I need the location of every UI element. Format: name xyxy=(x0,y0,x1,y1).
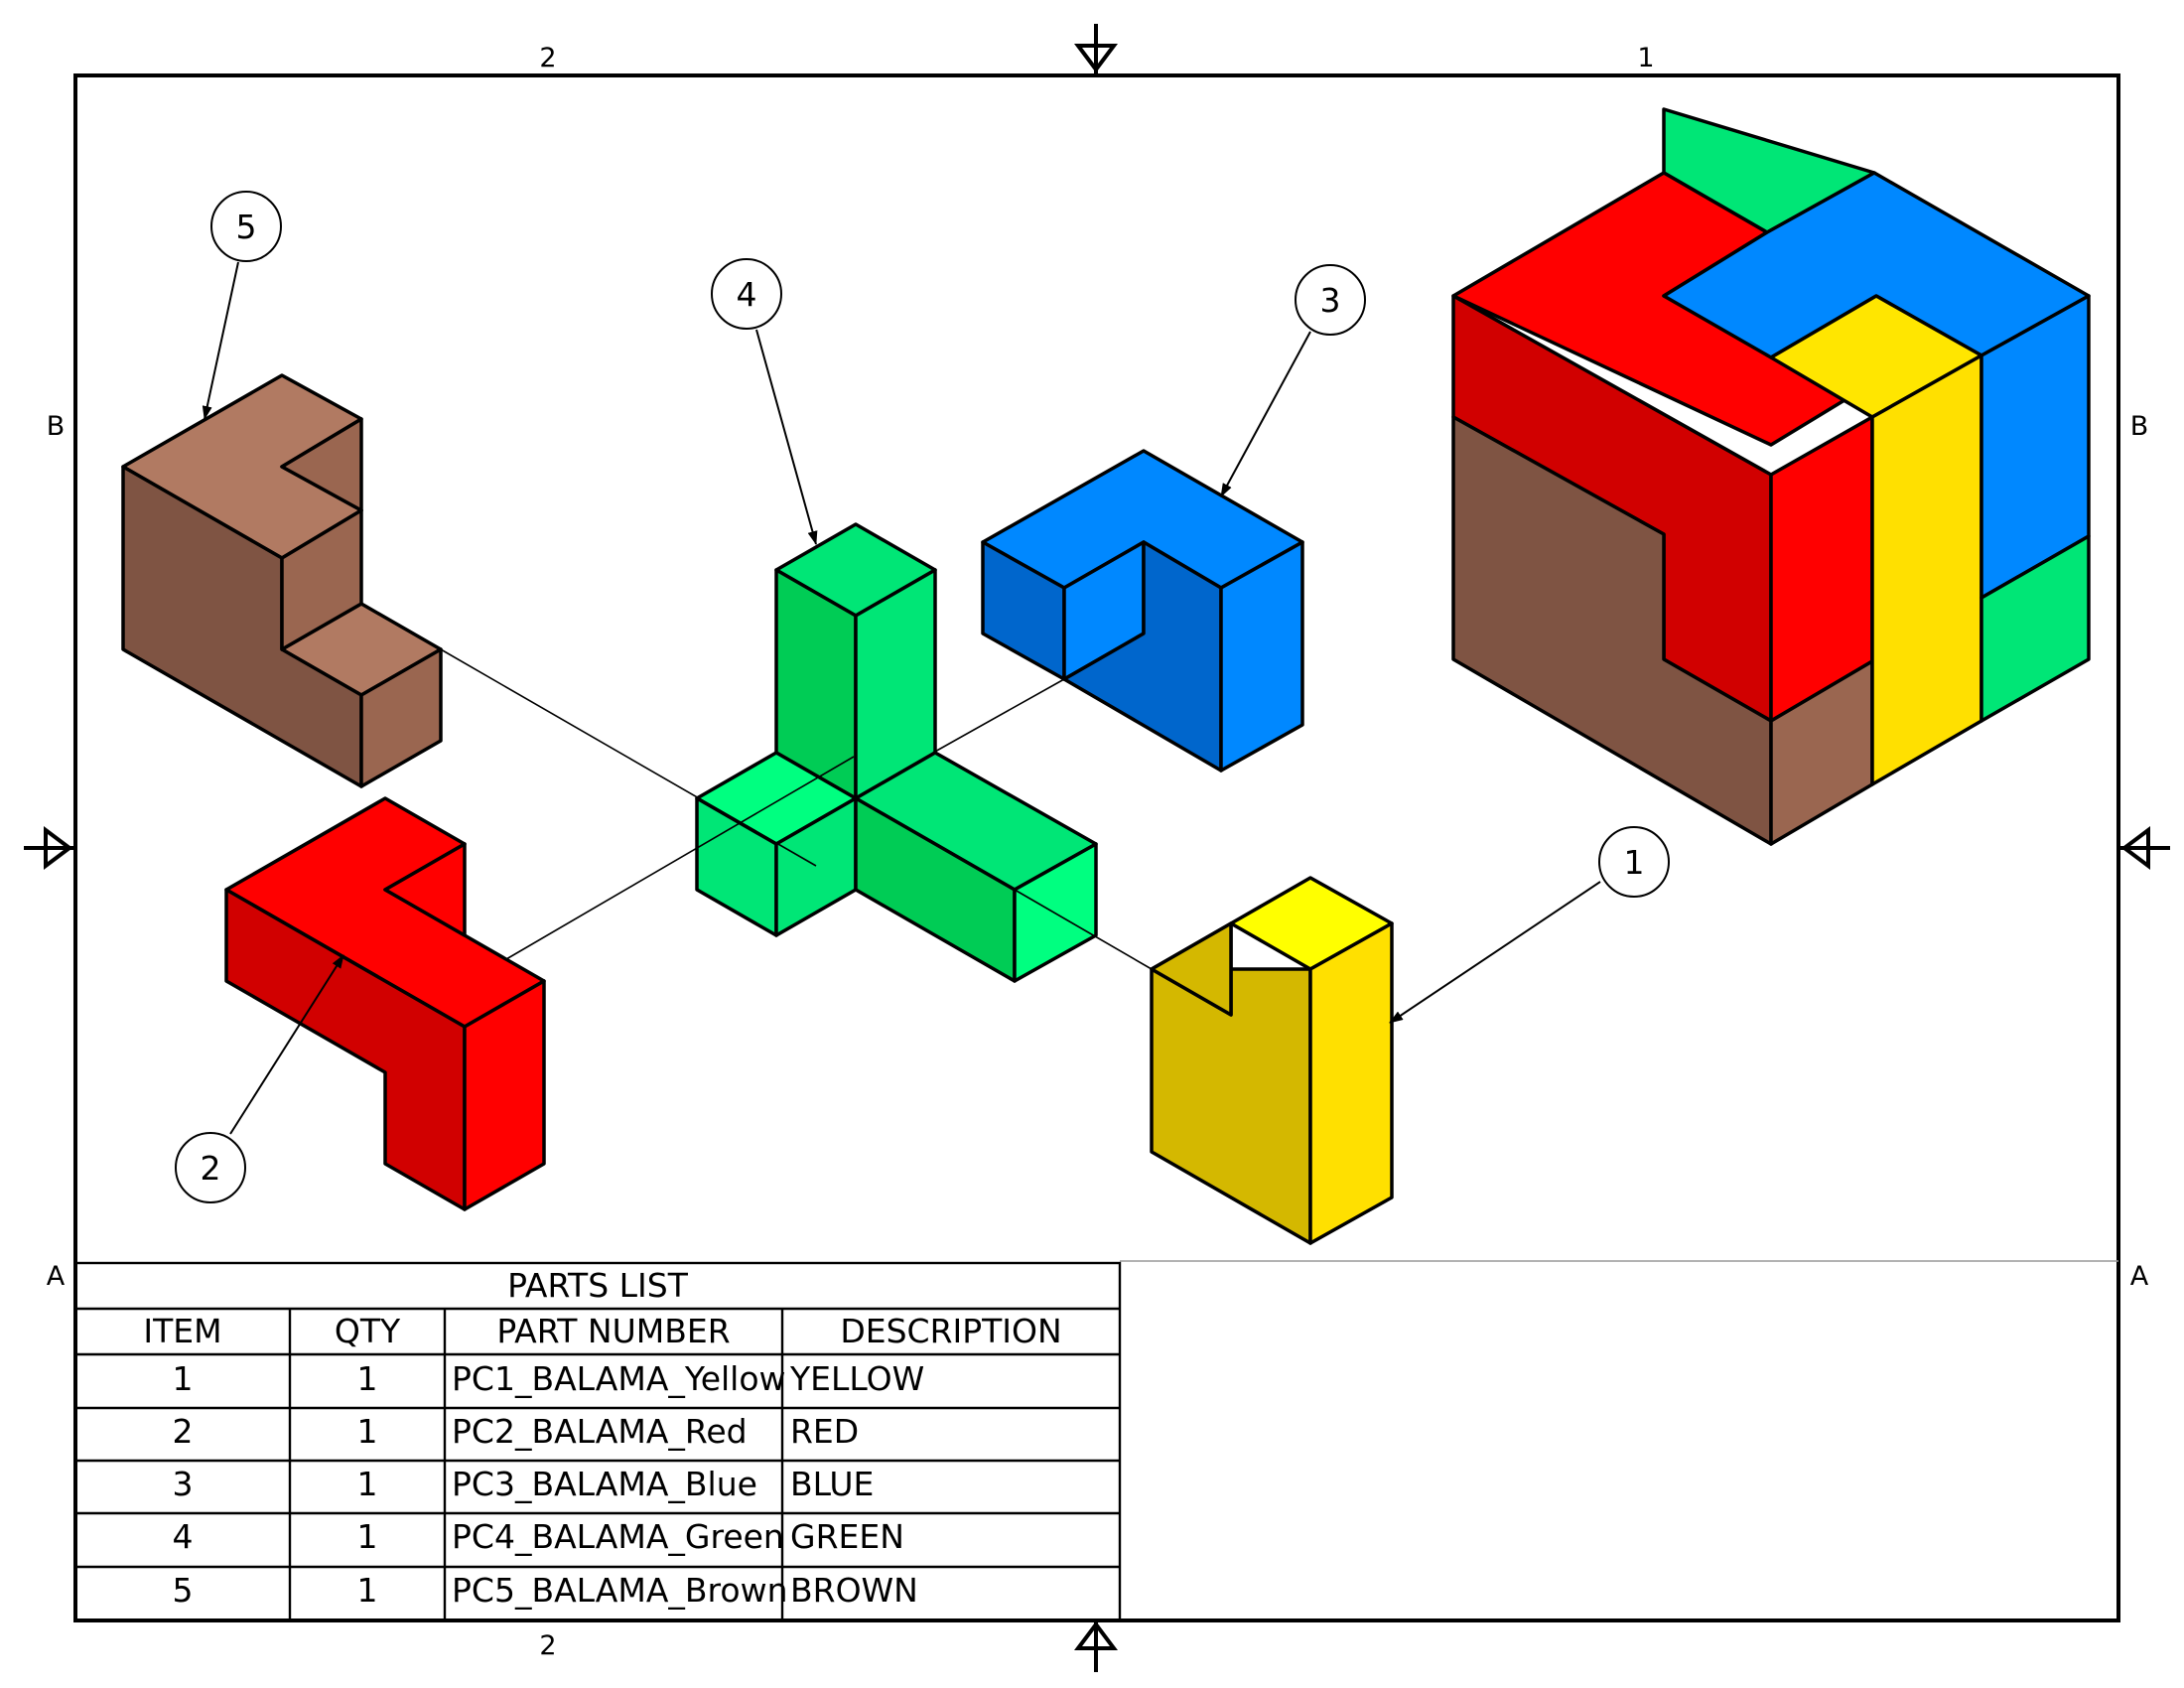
zone-label-bottom-2: 2 xyxy=(539,1630,556,1661)
column-header-qty: QTY xyxy=(335,1312,401,1350)
balloon-2: 2 xyxy=(175,1132,246,1203)
zone-label-top-1: 1 xyxy=(1637,43,1654,73)
cube-right-yellow-face xyxy=(1870,353,1983,786)
cell-item: 4 xyxy=(173,1517,194,1556)
part-3-front-face-right xyxy=(1062,540,1223,773)
cell-description: RED xyxy=(790,1412,859,1451)
center-mark-top xyxy=(1074,24,1118,75)
table-row: 5 1 PC5_BALAMA_Brown BROWN xyxy=(173,1571,918,1610)
cell-part-number: PC5_BALAMA_Brown xyxy=(452,1571,788,1610)
parts-list-table: PARTS LIST ITEM QTY PART NUMBER DESCRIPT… xyxy=(73,1261,1122,1622)
table-row: 2 1 PC2_BALAMA_Red RED xyxy=(173,1412,860,1451)
table-row: 3 1 PC3_BALAMA_Blue BLUE xyxy=(173,1465,875,1503)
cell-description: BLUE xyxy=(790,1465,874,1503)
balloon-1: 1 xyxy=(1598,826,1670,898)
cell-qty: 1 xyxy=(357,1465,378,1503)
center-mark-right xyxy=(2118,826,2170,870)
part-1-yellow xyxy=(1150,876,1394,1245)
balloon-5: 5 xyxy=(210,191,282,262)
assembled-cube xyxy=(1451,107,2091,846)
cell-qty: 1 xyxy=(357,1571,378,1610)
column-header-part-number: PART NUMBER xyxy=(496,1312,730,1350)
part-5-notch-face xyxy=(280,417,363,512)
zone-label-right-b: B xyxy=(2130,411,2149,442)
column-header-item: ITEM xyxy=(143,1312,221,1350)
cell-item: 1 xyxy=(173,1359,194,1398)
balloon-3-label: 3 xyxy=(1320,281,1341,320)
column-header-description: DESCRIPTION xyxy=(840,1312,1061,1350)
part-2-side-face xyxy=(463,979,546,1211)
cell-item: 5 xyxy=(173,1571,194,1610)
part-5-side-face-upper xyxy=(280,508,363,651)
cell-description: BROWN xyxy=(790,1571,918,1610)
parts-list-title: PARTS LIST xyxy=(507,1266,689,1305)
cell-qty: 1 xyxy=(357,1359,378,1398)
part-2-red xyxy=(224,796,546,1211)
part-4-green xyxy=(695,522,1098,983)
balloon-leaders xyxy=(202,261,1601,1135)
zone-label-right-a: A xyxy=(2130,1261,2149,1292)
part-2-notch-face xyxy=(383,842,467,937)
part-1-right-face xyxy=(1308,921,1394,1245)
cube-right-green-face xyxy=(1979,534,2091,723)
center-mark-left xyxy=(24,826,75,870)
center-mark-bottom xyxy=(1074,1620,1118,1672)
part-5-side-face-lower xyxy=(359,647,443,788)
balloon-5-label: 5 xyxy=(236,208,257,246)
cell-qty: 1 xyxy=(357,1412,378,1451)
zone-label-top-2: 2 xyxy=(539,43,556,73)
table-row: 1 1 PC1_BALAMA_Yellow YELLOW xyxy=(173,1359,925,1398)
balloon-4: 4 xyxy=(711,258,782,330)
cell-item: 3 xyxy=(173,1465,194,1503)
zone-label-left-a: A xyxy=(47,1261,66,1292)
balloon-3: 3 xyxy=(1295,264,1366,336)
part-1-notch-face xyxy=(1150,921,1233,1017)
balloon-2-label: 2 xyxy=(201,1149,221,1188)
alignment-lines xyxy=(440,648,1153,970)
cell-description: GREEN xyxy=(790,1517,904,1556)
balloon-4-label: 4 xyxy=(737,275,757,314)
cell-part-number: PC4_BALAMA_Green xyxy=(452,1517,784,1556)
balloon-1-label: 1 xyxy=(1624,843,1645,882)
zone-label-left-b: B xyxy=(47,411,66,442)
cell-part-number: PC3_BALAMA_Blue xyxy=(452,1465,757,1503)
cell-qty: 1 xyxy=(357,1517,378,1556)
table-row: 4 1 PC4_BALAMA_Green GREEN xyxy=(173,1517,904,1556)
cell-part-number: PC1_BALAMA_Yellow xyxy=(452,1359,786,1398)
cell-part-number: PC2_BALAMA_Red xyxy=(452,1412,748,1451)
part-5-brown xyxy=(121,373,443,788)
part-3-end-face xyxy=(1219,540,1304,773)
cell-item: 2 xyxy=(173,1412,194,1451)
cell-description: YELLOW xyxy=(789,1359,924,1398)
part-3-blue xyxy=(981,449,1304,773)
